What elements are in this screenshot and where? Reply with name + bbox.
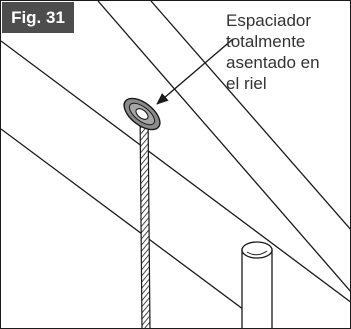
figure-number-badge: Fig. 31 bbox=[2, 2, 74, 33]
cord-body bbox=[139, 110, 151, 328]
spacer-grommet bbox=[123, 97, 161, 131]
callout-line-4: el riel bbox=[226, 74, 267, 93]
callout-line-2: totalmente bbox=[226, 32, 306, 51]
pole-top-inner bbox=[246, 250, 268, 256]
callout-line-3: asentado en bbox=[226, 53, 320, 72]
rail-edge-lower-left bbox=[1, 128, 270, 328]
rail-edge-top-1 bbox=[97, 1, 350, 292]
pole-top-cap bbox=[241, 241, 273, 259]
vertical-pole bbox=[241, 241, 273, 328]
callout-arrow bbox=[156, 38, 234, 105]
spacer-hole bbox=[135, 108, 149, 120]
braided-cord bbox=[139, 110, 151, 328]
callout-line-1: Espaciador bbox=[226, 11, 312, 30]
pole-body bbox=[241, 248, 273, 328]
rail-edge-top-2 bbox=[150, 1, 350, 230]
callout-text: Espaciador totalmente asentado en el rie… bbox=[226, 10, 348, 94]
rail-edge-upper-left bbox=[1, 40, 350, 303]
